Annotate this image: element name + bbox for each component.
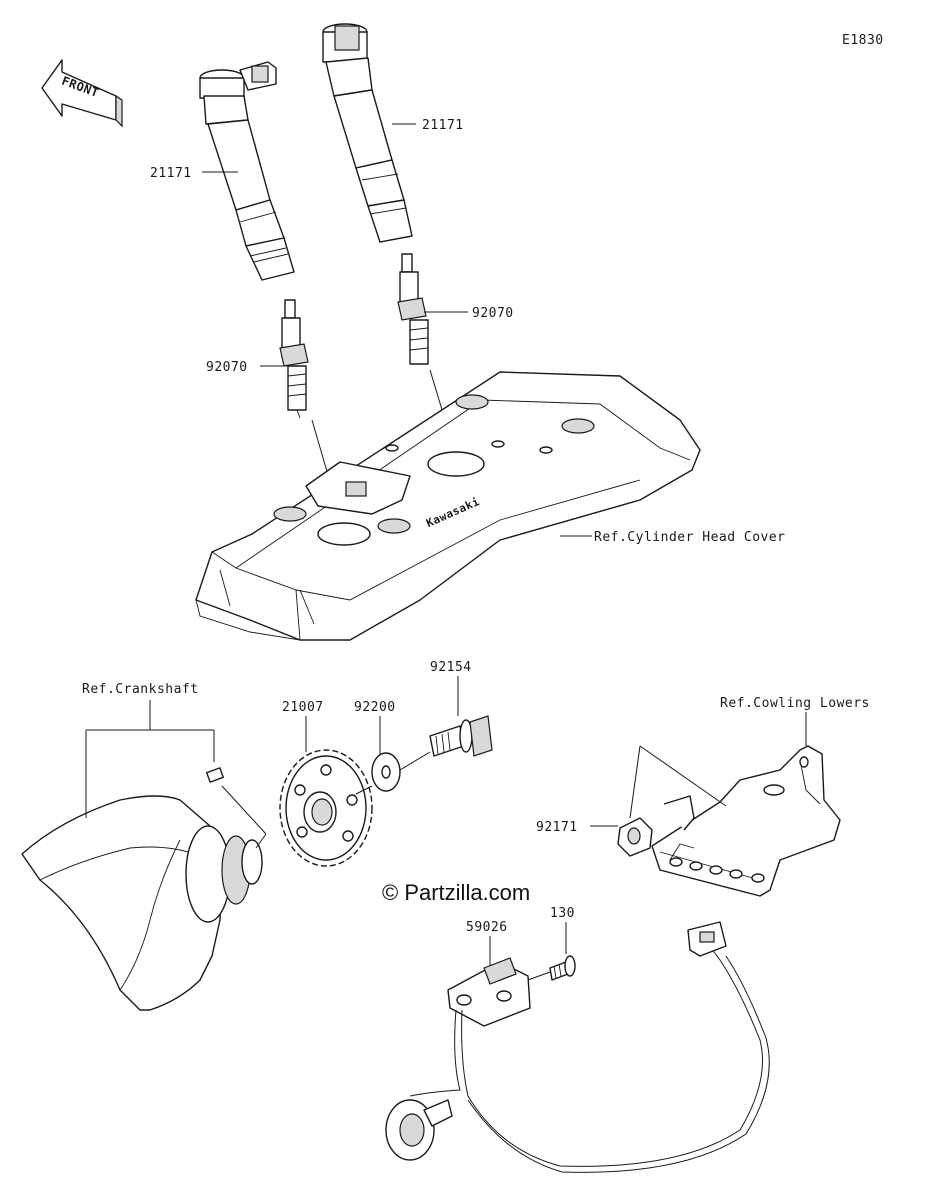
plug-left-label: 92070 (206, 360, 248, 375)
flange-bolt[interactable] (399, 715, 493, 771)
sensor-bolt[interactable] (527, 955, 576, 981)
ref-cowling-lowers-label: Ref.Cowling Lowers (720, 696, 870, 711)
sensor-label: 59026 (466, 920, 508, 935)
diagram-code: E1830 (842, 33, 884, 48)
plug-right-label: 92070 (472, 306, 514, 321)
coil-right-label: 21171 (422, 118, 464, 133)
clamp-label: 92171 (536, 820, 578, 835)
cowling-bracket (651, 745, 841, 897)
spark-plug-right[interactable] (397, 253, 429, 365)
ref-cylinder-head-cover-label: Ref.Cylinder Head Cover (594, 530, 786, 545)
sensor-harness (385, 921, 770, 1173)
coil-left-label: 21171 (150, 166, 192, 181)
ignition-coil-right[interactable] (322, 23, 413, 243)
sensor-bolt-label: 130 (550, 906, 575, 921)
crankshaft-flywheel (21, 767, 263, 1011)
front-arrow-icon: FRONT (41, 59, 123, 128)
ignition-coil-left[interactable] (199, 61, 295, 281)
spark-plug-left[interactable] (279, 299, 309, 419)
svg-text:© Partzilla.com: © Partzilla.com (382, 880, 530, 905)
ref-crankshaft-label: Ref.Crankshaft (82, 682, 199, 697)
washer[interactable] (371, 752, 401, 792)
timing-rotor[interactable] (279, 749, 373, 867)
bolt-label: 92154 (430, 660, 472, 675)
rotor-label: 21007 (282, 700, 324, 715)
crankshaft-sensor[interactable] (447, 957, 531, 1027)
cylinder-head-cover: Kawasaki (195, 371, 701, 641)
washer-label: 92200 (354, 700, 396, 715)
harness-clamp[interactable] (617, 817, 653, 857)
watermark: © Partzilla.com (382, 880, 530, 905)
